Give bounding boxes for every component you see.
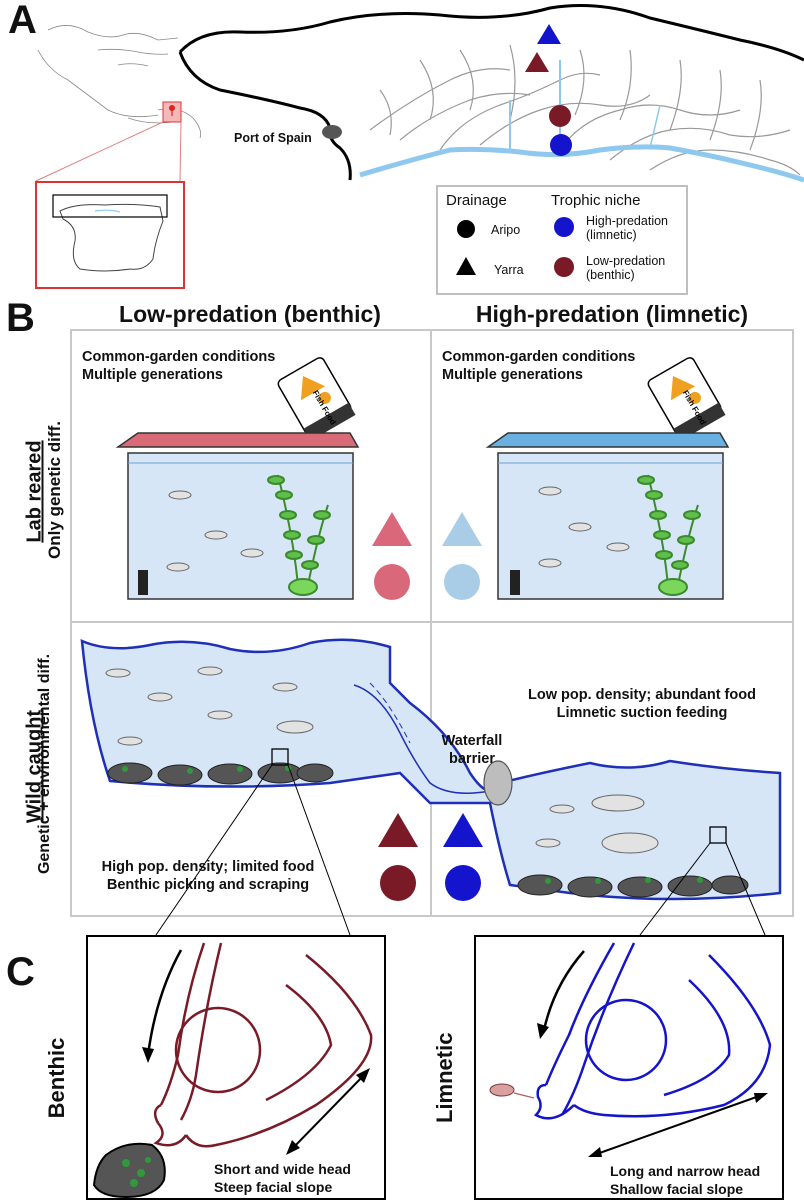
row-label-lab: Lab reared Only genetic diff. [23,421,65,559]
legend-drainage-title: Drainage [446,192,507,209]
wild-low-triangle [378,813,418,847]
grid-vertical-divider [430,329,432,917]
limnetic-head-drawing [489,942,772,1157]
lab-low-triangle [372,512,412,546]
wild-high-triangle [443,813,483,847]
benthic-side-label: Benthic [44,1037,69,1119]
lab-tank-low: Fish Food [115,357,360,600]
panel-c-letter: C [6,950,35,994]
legend-niche-title: Trophic niche [551,192,641,209]
lab-high-circle [444,564,480,600]
legend-symbols [456,217,574,277]
wild-symbols [378,813,483,901]
panel-a-letter: A [8,0,37,42]
grid-horizontal-divider [70,621,794,623]
limnetic-side-label: Limnetic [432,1032,457,1123]
trinidad-island-map [52,194,168,272]
port-of-spain-label: Port of Spain [234,131,312,145]
legend-high-predation: High-predation(limnetic) [586,214,668,242]
wild-high-circle [445,865,481,901]
lab-tank-high: Fish Food [485,357,730,600]
wild-low-circle [380,865,416,901]
northern-trinidad-map [178,4,804,183]
column-title-low: Low-predation (benthic) [119,301,381,327]
legend-low-predation: Low-predation(benthic) [586,254,666,282]
legend-aripo: Aripo [491,223,521,237]
wild-stream-illustration [80,638,782,936]
lab-symbols [372,512,482,600]
lab-high-triangle [442,512,482,546]
panel-b-letter: B [6,296,35,340]
caribbean-overview-map [37,25,202,139]
row-label-wild: Wild caught Genetic + environmental diff… [23,653,54,875]
column-title-high: High-predation (limnetic) [475,301,749,327]
panel-b-grid [70,329,794,917]
zoom-connector-lines [35,121,182,182]
legend-yarra: Yarra [494,263,524,277]
benthic-head-drawing [92,942,373,1199]
lab-low-circle [374,564,410,600]
